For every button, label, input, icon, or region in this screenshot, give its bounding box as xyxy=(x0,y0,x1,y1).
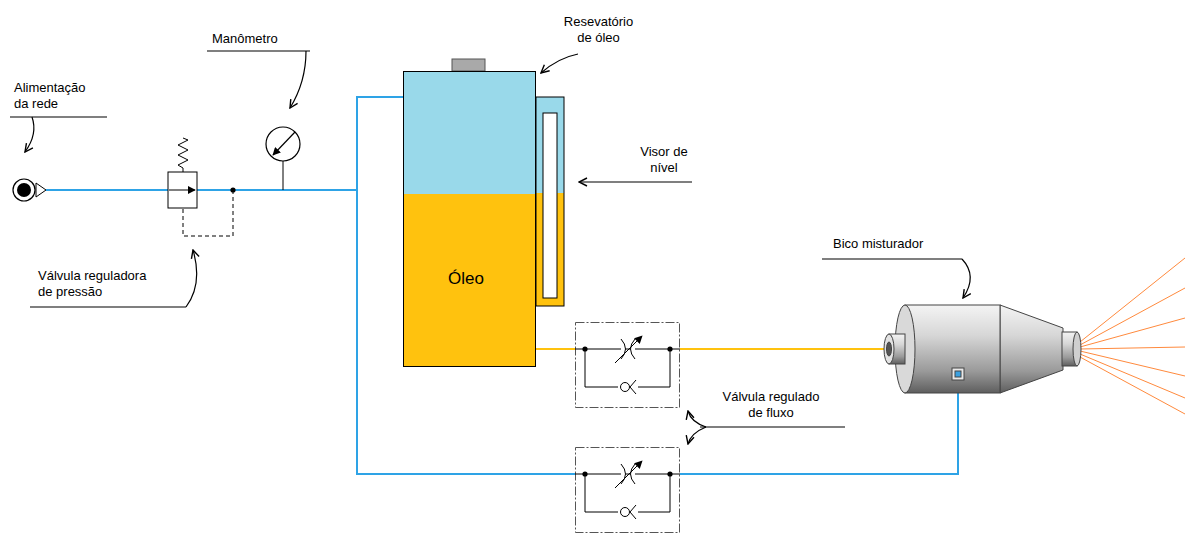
level-glass xyxy=(536,97,564,306)
nozzle-inlet xyxy=(884,334,894,364)
supply-symbol xyxy=(13,179,35,201)
supply-symbol xyxy=(36,183,46,197)
mixing-nozzle xyxy=(884,305,1081,393)
callout-leaders xyxy=(10,51,970,444)
leader-line xyxy=(579,181,692,182)
leader-line xyxy=(10,116,107,117)
leader-line xyxy=(822,258,962,259)
flow-valve-symbol xyxy=(575,448,680,533)
callout-label: Bico misturador xyxy=(833,236,923,252)
callout-label: Visor de nível xyxy=(638,144,690,176)
supply-symbol xyxy=(13,179,46,201)
nozzle-tip xyxy=(1073,332,1081,366)
nozzle-inlet xyxy=(887,342,892,356)
spray-line xyxy=(1080,354,1185,398)
spray-line xyxy=(1080,288,1185,345)
oil-line xyxy=(536,348,575,350)
nozzle-body xyxy=(905,305,1000,393)
level-glass xyxy=(543,113,557,298)
regulator-body xyxy=(168,172,197,208)
callout-label: Válvula regulado de fluxo xyxy=(717,389,825,421)
nozzle-cone xyxy=(1000,305,1063,393)
manometer-stem xyxy=(283,161,284,190)
regulator-arrow xyxy=(169,190,195,191)
leader-line xyxy=(290,51,306,108)
oil-line xyxy=(680,348,890,350)
reservoir-cap xyxy=(452,59,485,71)
supply-symbol xyxy=(17,183,31,197)
spray-line xyxy=(1080,351,1185,376)
leader-line xyxy=(700,426,845,427)
spray-lines xyxy=(1080,258,1185,414)
leader-line xyxy=(25,117,34,152)
manometer-symbol xyxy=(266,127,300,190)
leader-line xyxy=(688,427,706,444)
spring-symbol xyxy=(178,138,188,172)
leader-line xyxy=(186,250,197,307)
spray-line xyxy=(1080,318,1185,347)
flow-valve-symbol xyxy=(575,323,680,408)
leader-line xyxy=(207,50,310,51)
callout-label: Resevatório de óleo xyxy=(560,14,637,46)
node-text: Óleo xyxy=(448,269,484,289)
air-line xyxy=(680,380,958,474)
level-glass xyxy=(536,97,564,306)
leader-line xyxy=(962,259,970,298)
callout-label: Manômetro xyxy=(212,31,278,47)
leader-line xyxy=(541,54,578,73)
callout-label: Válvula reguladora de pressão xyxy=(38,268,153,300)
oil-reservoir: Óleo xyxy=(403,71,536,367)
nozzle-air-port xyxy=(955,371,961,377)
air-line xyxy=(197,189,357,191)
nozzle-air-port xyxy=(952,368,964,380)
spray-line xyxy=(1080,347,1185,349)
leader-line xyxy=(30,306,186,307)
leader-line xyxy=(688,411,706,427)
air-line xyxy=(46,189,168,191)
callout-label: Alimentação da rede xyxy=(14,80,94,112)
manometer-needle xyxy=(273,132,295,155)
spray-line xyxy=(1080,258,1185,342)
pressure-regulator-symbol xyxy=(168,138,236,236)
junction-dot xyxy=(230,187,235,192)
spray-line xyxy=(1080,357,1185,414)
manometer-dial xyxy=(266,127,300,161)
